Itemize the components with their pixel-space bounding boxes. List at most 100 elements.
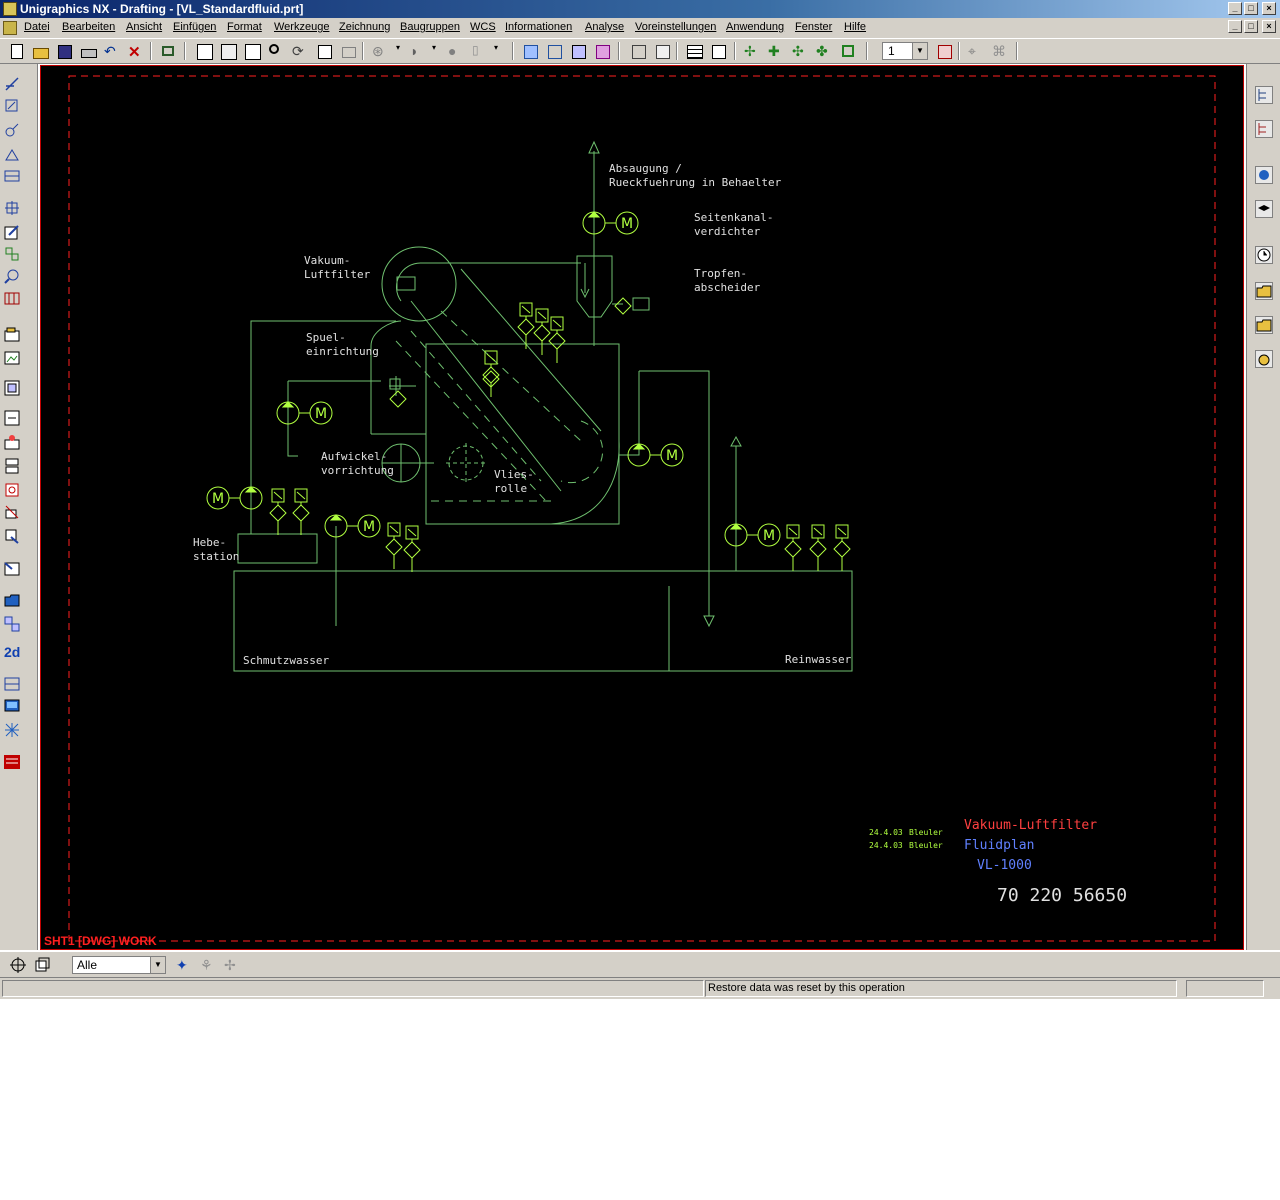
delete-icon[interactable]: ✕	[128, 44, 141, 61]
open-folder-icon[interactable]	[32, 43, 49, 59]
edit-view-icon[interactable]	[4, 224, 20, 240]
shaded-icon[interactable]: ◗	[410, 43, 419, 59]
part-navigator-icon[interactable]	[1255, 120, 1273, 138]
zoom-icon[interactable]	[268, 43, 284, 59]
revolved-section-icon[interactable]	[4, 434, 20, 450]
doc-minimize-button[interactable]: _	[1228, 20, 1242, 33]
new-file-icon[interactable]	[8, 43, 24, 59]
aux-view-icon[interactable]	[4, 410, 20, 426]
document-icon[interactable]	[3, 21, 17, 35]
view-add-icon[interactable]	[4, 200, 20, 216]
select-feature-icon[interactable]: ⚘	[200, 957, 213, 973]
dimension-icon[interactable]	[4, 168, 20, 184]
annotation-icon[interactable]	[4, 528, 20, 544]
drafting-tool-1-icon[interactable]	[522, 43, 538, 59]
training-icon[interactable]	[1255, 200, 1273, 218]
chevron-down-icon[interactable]: ▼	[912, 43, 927, 59]
pan-icon[interactable]	[316, 43, 332, 59]
table-note-icon[interactable]	[4, 560, 20, 576]
brand-icon[interactable]	[4, 754, 20, 770]
menu-einfuegen[interactable]: Einfügen	[173, 21, 217, 33]
menu-informationen[interactable]: Informationen	[505, 21, 573, 33]
menu-hilfe[interactable]: Hilfe	[844, 21, 867, 33]
zoom-window-icon[interactable]	[244, 43, 261, 60]
drafting-tool-4-icon[interactable]	[594, 43, 610, 59]
sketch-insert-icon[interactable]	[4, 98, 20, 114]
menu-werkzeuge[interactable]: Werkzeuge	[274, 21, 330, 33]
drawing-sheet-icon[interactable]	[4, 326, 20, 342]
measure-icon[interactable]	[630, 43, 646, 59]
select-view-icon[interactable]	[34, 957, 50, 973]
view-icon[interactable]: ▯	[472, 43, 479, 57]
deselect-icon[interactable]: ✢	[224, 957, 236, 973]
maximize-button[interactable]: □	[1244, 2, 1258, 15]
snap-grid-icon[interactable]	[840, 43, 856, 59]
menu-format[interactable]: Format	[227, 21, 262, 33]
table-icon[interactable]	[686, 43, 703, 59]
shaded-dropdown-icon[interactable]: ▾	[432, 43, 437, 52]
save-icon[interactable]	[56, 43, 72, 59]
image-icon[interactable]	[4, 350, 20, 366]
stepped-section-icon[interactable]	[4, 482, 20, 498]
drafting-tool-3-icon[interactable]	[570, 43, 586, 59]
menu-fenster[interactable]: Fenster	[795, 21, 833, 33]
frame-icon[interactable]	[4, 676, 20, 692]
half-section-icon[interactable]	[4, 458, 20, 474]
section-view-icon[interactable]	[4, 246, 20, 262]
doc-close-button[interactable]: ×	[1262, 20, 1276, 33]
fit-view-icon[interactable]	[196, 43, 213, 60]
render-dropdown-icon[interactable]: ▾	[396, 43, 401, 52]
snap-point-icon[interactable]: ✢	[744, 43, 756, 59]
perspective-icon[interactable]	[340, 43, 356, 59]
open-drawing-icon[interactable]	[4, 592, 20, 608]
type-filter-select[interactable]: Alle ▼	[72, 956, 166, 974]
snap-end-icon[interactable]: ✚	[768, 43, 780, 59]
layer-move-icon[interactable]	[936, 43, 952, 59]
2d-mode-icon[interactable]: 2d	[4, 644, 21, 660]
crosshair-icon[interactable]	[10, 957, 26, 973]
assembly-navigator-icon[interactable]	[1255, 86, 1273, 104]
layer-select[interactable]: 1 ▼	[882, 42, 928, 60]
layer-settings-icon[interactable]	[710, 43, 726, 59]
menu-analyse[interactable]: Analyse	[585, 21, 625, 33]
zoom-area-icon[interactable]	[220, 43, 237, 60]
menu-anwendung[interactable]: Anwendung	[726, 21, 785, 33]
undo-icon[interactable]: ↶	[104, 43, 116, 59]
web-browser-icon[interactable]	[1255, 166, 1273, 184]
menu-baugruppen[interactable]: Baugruppen	[400, 21, 460, 33]
detail-view-icon[interactable]	[4, 268, 20, 284]
pattern-icon[interactable]	[4, 616, 20, 632]
projected-view-icon[interactable]	[4, 380, 20, 396]
rotate-icon[interactable]: ⟳	[292, 43, 304, 59]
solid-icon[interactable]: ●	[448, 43, 457, 59]
snap-mid-icon[interactable]: ✣	[792, 43, 804, 59]
drafting-tool-2-icon[interactable]	[546, 43, 562, 59]
chevron-down-icon[interactable]: ▼	[150, 957, 165, 973]
display-icon[interactable]	[4, 698, 20, 714]
render-style-icon[interactable]: ⊛	[372, 43, 384, 59]
snap-center-icon[interactable]: ✤	[816, 43, 828, 59]
menu-wcs[interactable]: WCS	[470, 21, 496, 33]
sketch-curve-icon[interactable]	[4, 76, 20, 92]
grayed-tool-1-icon[interactable]: ⌖	[968, 43, 976, 59]
network-icon[interactable]	[4, 722, 20, 738]
menu-bearbeiten[interactable]: Bearbeiten	[62, 21, 116, 33]
point-icon[interactable]	[4, 122, 20, 138]
view-dropdown-icon[interactable]: ▾	[494, 43, 499, 52]
roles-icon[interactable]	[1255, 350, 1273, 368]
palette-folder-icon[interactable]	[1255, 316, 1273, 334]
menu-voreinstellungen[interactable]: Voreinstellungen	[635, 21, 717, 33]
menu-zeichnung[interactable]: Zeichnung	[339, 21, 391, 33]
menu-datei[interactable]: Datei	[24, 21, 50, 33]
edit-object-icon[interactable]	[160, 43, 176, 59]
break-view-icon[interactable]	[4, 290, 20, 306]
history-icon[interactable]	[1255, 246, 1273, 264]
angle-icon[interactable]	[4, 146, 20, 162]
hidden-line-icon[interactable]	[4, 504, 20, 520]
select-all-icon[interactable]: ✦	[176, 957, 188, 973]
analysis-icon[interactable]	[654, 43, 670, 59]
close-button[interactable]: ×	[1262, 2, 1276, 15]
minimize-button[interactable]: _	[1228, 2, 1242, 15]
reuse-library-icon[interactable]	[1255, 282, 1273, 300]
